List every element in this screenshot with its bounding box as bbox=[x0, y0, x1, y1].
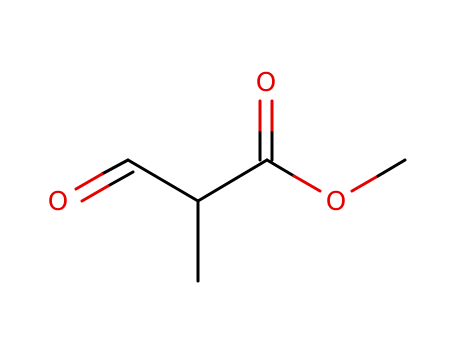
bond-alpha-carbon-to-ester-carbon bbox=[196, 158, 269, 203]
aldehyde-oxygen-label: O bbox=[48, 187, 68, 217]
bond-aldehyde-double-inner-oxygen bbox=[80, 184, 110, 203]
bond-ester-carbon-to-ester-oxygen-carbon bbox=[265, 158, 296, 178]
bond-aldehyde-double-outer-carbon bbox=[100, 158, 130, 176]
bond-ester-carbon-to-ester-oxygen-oxygen bbox=[292, 174, 322, 193]
ester-oxygen-label: O bbox=[326, 187, 346, 217]
bond-ester-oxygen-to-methyl-oxygen bbox=[350, 174, 380, 193]
carbonyl-oxygen-label: O bbox=[256, 68, 276, 98]
bond-aldehyde-carbon-to-alpha-carbon bbox=[126, 158, 200, 203]
bond-ester-oxygen-to-methyl-carbon bbox=[376, 158, 407, 178]
bond-aldehyde-double-inner-carbon bbox=[106, 170, 135, 188]
bond-aldehyde-double-outer-oxygen bbox=[74, 172, 104, 191]
